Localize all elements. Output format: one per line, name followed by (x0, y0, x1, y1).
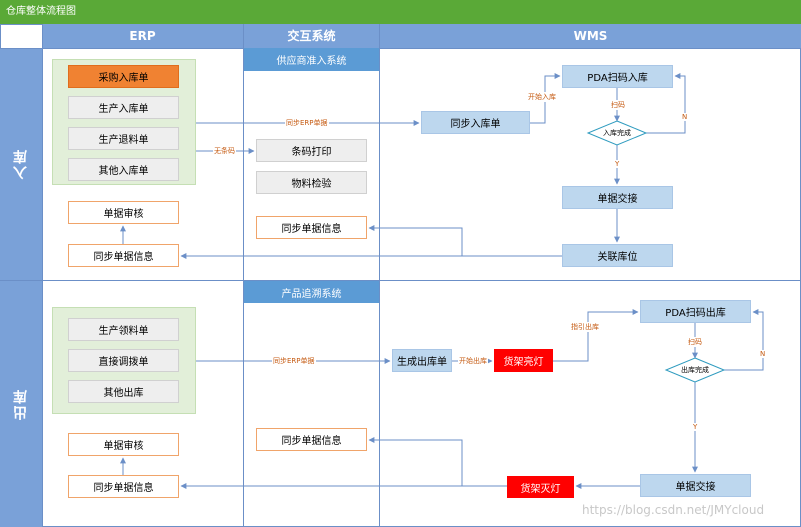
shelf-light-on[interactable]: 货架亮灯 (494, 349, 553, 372)
edge-label-no-barcode: 无条码 (213, 146, 236, 156)
generate-outbound-order[interactable]: 生成出库单 (392, 349, 452, 372)
divider-erp (42, 24, 43, 527)
edge-label-scan-inbound: 扫码 (610, 100, 626, 110)
edge-label-no-inbound: N (681, 113, 689, 121)
arrow-light-off-to-mid-sync (368, 437, 507, 487)
pda-scan-outbound[interactable]: PDA扫码出库 (640, 300, 751, 323)
diagram-title: 仓库整体流程图 (0, 0, 801, 24)
edge-label-guide-outbound: 指引出库 (570, 322, 600, 332)
edge-label-start-inbound: 开始入库 (527, 92, 557, 102)
other-inbound-order[interactable]: 其他入库单 (68, 158, 179, 181)
outbound-handover[interactable]: 单据交接 (640, 474, 751, 497)
outbound-complete-diamond (664, 357, 726, 383)
watermark-text: https://blog.csdn.net/JMYcloud (582, 503, 765, 517)
outbound-doc-review[interactable]: 单据审核 (68, 433, 179, 456)
shelf-light-off[interactable]: 货架灭灯 (507, 476, 574, 498)
column-header-wms: WMS (380, 24, 801, 48)
edge-label-no-outbound: N (759, 350, 767, 358)
product-trace-system[interactable]: 产品追溯系统 (244, 281, 379, 303)
inbound-complete-label: 入库完成 (603, 129, 631, 137)
edge-label-start-outbound: 开始出库 (458, 356, 488, 366)
production-return-order[interactable]: 生产退料单 (68, 127, 179, 150)
purchase-inbound-order[interactable]: 采购入库单 (68, 65, 179, 88)
pda-scan-inbound[interactable]: PDA扫码入库 (562, 65, 673, 88)
inbound-erp-sync-info[interactable]: 同步单据信息 (68, 244, 179, 267)
production-inbound-order[interactable]: 生产入库单 (68, 96, 179, 119)
edge-label-yes-outbound: Y (692, 423, 699, 431)
lane-header-inbound: 入库 (0, 48, 42, 280)
inbound-handover[interactable]: 单据交接 (562, 186, 673, 209)
column-header-interaction: 交互系统 (244, 24, 379, 48)
divider-interaction (243, 24, 244, 527)
outbound-erp-sync-info[interactable]: 同步单据信息 (68, 475, 179, 498)
column-header-erp: ERP (42, 24, 243, 48)
divider-header (0, 48, 801, 49)
divider-lanes (0, 280, 801, 281)
edge-label-sync-erp-inbound: 同步ERP单据 (285, 118, 329, 128)
outbound-complete-label: 出库完成 (681, 366, 709, 374)
lane-header-outbound: 出库 (0, 281, 42, 527)
edge-label-scan-outbound: 扫码 (687, 337, 703, 347)
barcode-print[interactable]: 条码打印 (256, 139, 367, 162)
direct-transfer-order[interactable]: 直接调拨单 (68, 349, 179, 372)
inbound-complete-diamond (586, 120, 648, 146)
link-storage-location[interactable]: 关联库位 (562, 244, 673, 267)
production-picking-order[interactable]: 生产领料单 (68, 318, 179, 341)
arrow-diamond-no-loop (646, 73, 686, 134)
supplier-access-system[interactable]: 供应商准入系统 (244, 48, 379, 71)
arrow-light-on-to-pda (553, 309, 639, 362)
arrow-out-diamond-no-loop (724, 309, 764, 371)
divider-wms (379, 24, 380, 527)
outbound-mid-sync-info[interactable]: 同步单据信息 (256, 428, 367, 451)
material-inspection[interactable]: 物料检验 (256, 171, 367, 194)
other-outbound-order[interactable]: 其他出库 (68, 380, 179, 403)
inbound-doc-review[interactable]: 单据审核 (68, 201, 179, 224)
inbound-mid-sync-info[interactable]: 同步单据信息 (256, 216, 367, 239)
arrow-location-to-mid-sync (368, 225, 562, 257)
edge-label-sync-erp-outbound: 同步ERP单据 (272, 356, 316, 366)
sync-inbound-order[interactable]: 同步入库单 (421, 111, 530, 134)
edge-label-yes-inbound: Y (614, 160, 621, 168)
